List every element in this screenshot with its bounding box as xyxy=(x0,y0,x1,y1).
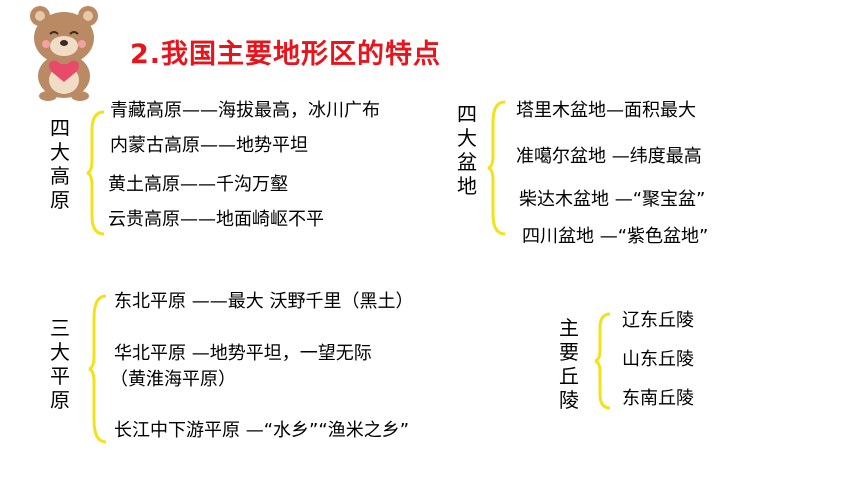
basin-item-sichuan: 四川盆地 —“紫色盆地” xyxy=(522,226,709,247)
plain-item-north-china: 华北平原 —地势平坦，一望无际 xyxy=(114,343,372,364)
plain-item-northeast: 东北平原 ——最大 沃野千里（黑土） xyxy=(114,291,414,312)
hill-item-shandong: 山东丘陵 xyxy=(622,349,694,370)
basins-brace-icon xyxy=(487,100,506,236)
page-title: 2.我国主要地形区的特点 xyxy=(130,39,442,70)
hill-item-southeast: 东南丘陵 xyxy=(622,388,694,409)
bear-mascot-icon xyxy=(26,2,106,102)
basin-item-junggar: 准噶尔盆地 —纬度最高 xyxy=(516,146,702,167)
plains-brace-icon xyxy=(88,294,107,444)
plateau-item-loess: 黄土高原——千沟万壑 xyxy=(108,174,288,195)
plateau-item-yunnan-guizhou: 云贵高原——地面崎岖不平 xyxy=(108,209,324,230)
plateau-item-inner-mongolia: 内蒙古高原——地势平坦 xyxy=(110,135,308,156)
basin-item-qaidam: 柴达木盆地 —“聚宝盆” xyxy=(519,189,706,210)
plains-label: 三 大 平 原 xyxy=(50,316,70,412)
plateaus-label: 四 大 高 原 xyxy=(50,116,70,212)
plain-item-yangtze: 长江中下游平原 —“水乡”“渔米之乡” xyxy=(114,420,410,441)
hill-item-liaodong: 辽东丘陵 xyxy=(622,310,694,331)
hills-label: 主 要 丘 陵 xyxy=(559,316,579,412)
basins-label: 四 大 盆 地 xyxy=(457,102,477,198)
basin-item-tarim: 塔里木盆地—面积最大 xyxy=(516,100,696,121)
hills-brace-icon xyxy=(594,312,611,410)
plain-item-huang-huai-hai: （黄淮海平原） xyxy=(110,369,236,390)
plateaus-brace-icon xyxy=(86,110,105,236)
plateau-item-qinghai-tibet: 青藏高原——海拔最高，冰川广布 xyxy=(110,100,380,121)
